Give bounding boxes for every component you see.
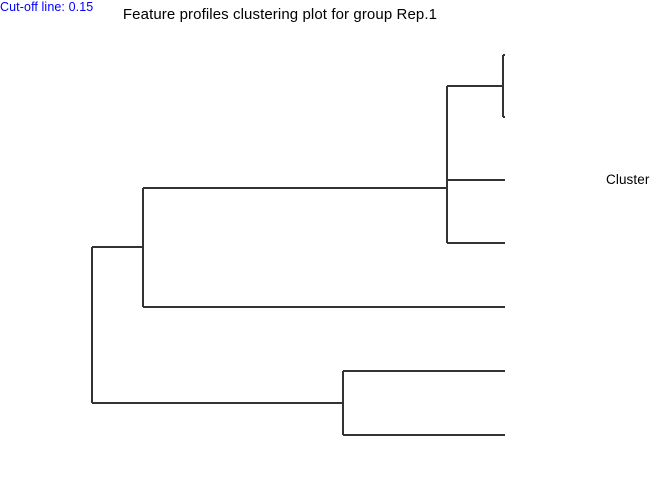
legend-title: Cluster <box>606 172 650 187</box>
page-title: Feature profiles clustering plot for gro… <box>122 6 438 23</box>
cutoff-line-label: Cut-off line: 0.15 <box>0 0 94 14</box>
legend: Cluster <box>606 172 672 195</box>
